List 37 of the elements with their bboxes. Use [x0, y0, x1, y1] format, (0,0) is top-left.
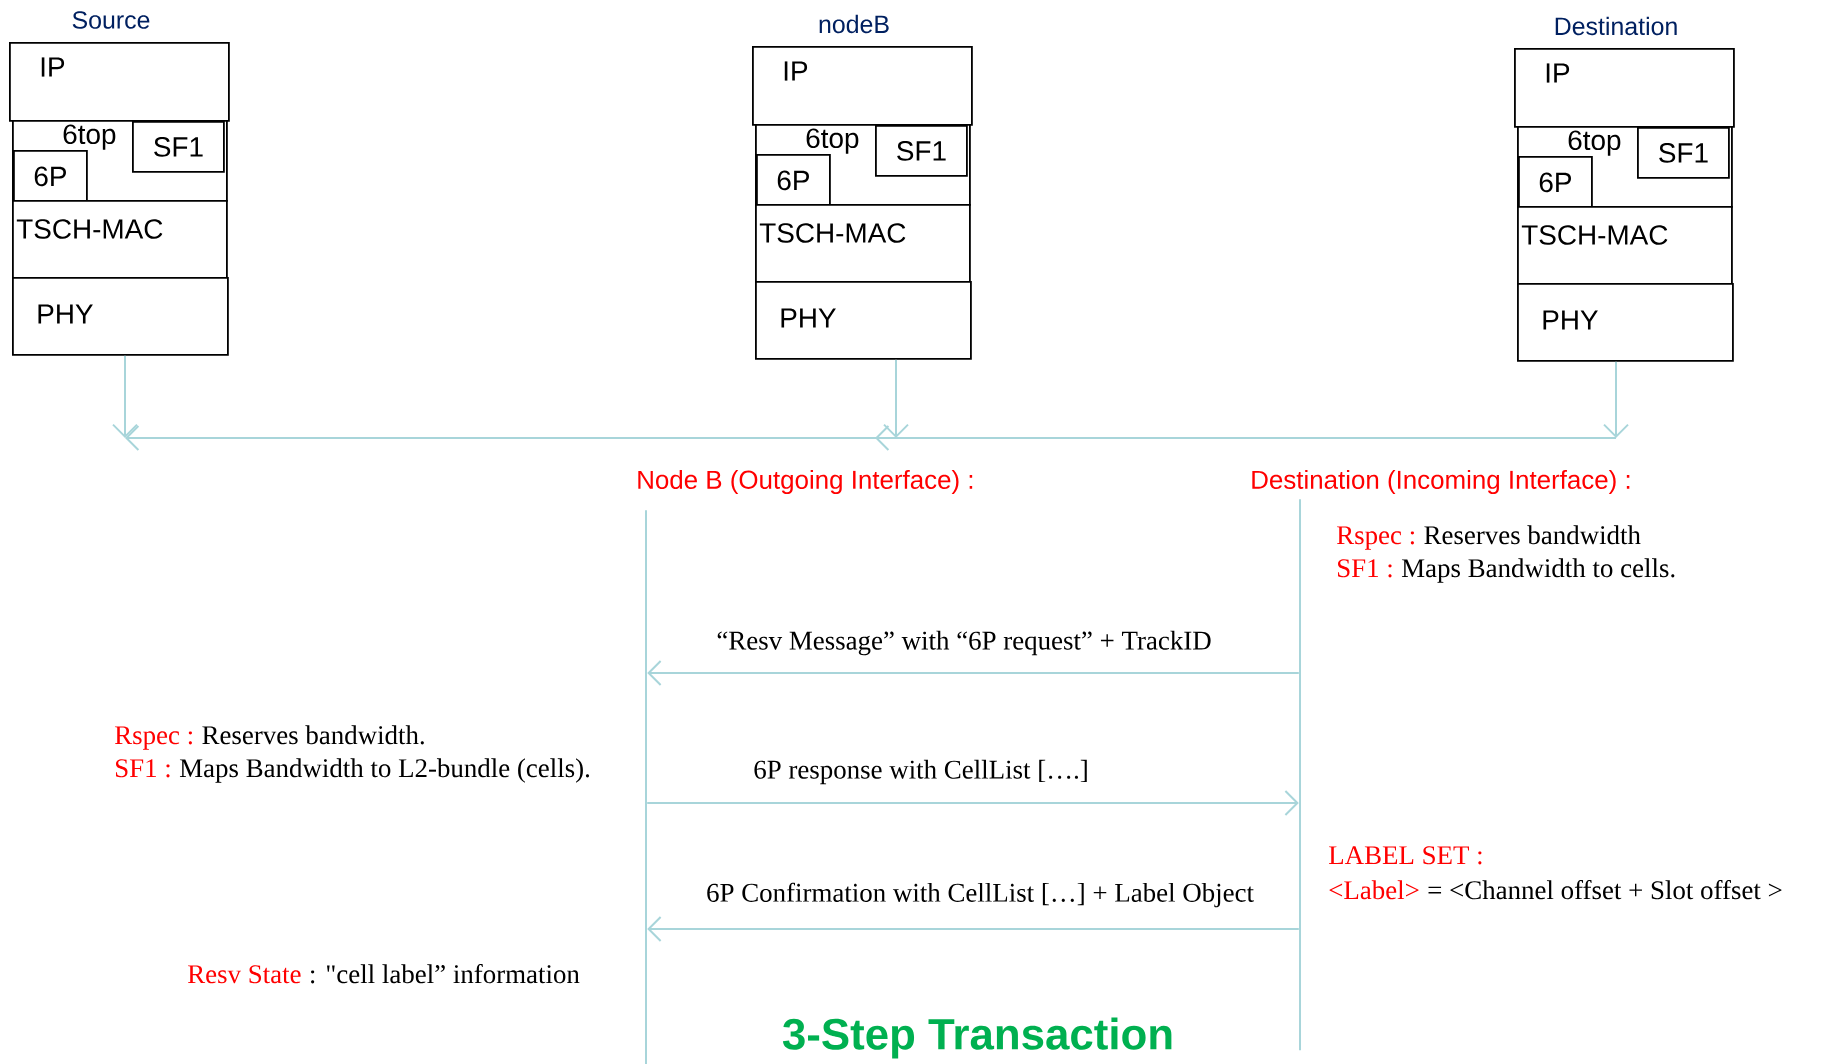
- lifeline-header: Node B (Outgoing Interface) :: [638, 469, 973, 495]
- note-text: = <Channel offset + Slot offset >: [1428, 880, 1782, 900]
- sublayer-box: 6P: [756, 154, 831, 207]
- title: 3-Step Transaction: [782, 1017, 1172, 1059]
- note-text: <Label>: [1329, 880, 1419, 900]
- note-text: LABEL SET :: [1329, 846, 1482, 865]
- arrow: [1603, 360, 1629, 438]
- note-text: Maps Bandwidth to L2-bundle (cells).: [179, 758, 590, 783]
- message-arrow: [647, 660, 1300, 686]
- sublayer-box: 6P: [1518, 156, 1593, 209]
- message-arrow: [646, 790, 1299, 816]
- layer-box: PHY: [12, 277, 229, 356]
- layer-box: PHY: [755, 281, 972, 360]
- message-arrow: [647, 916, 1300, 942]
- note-text: Resv State: [188, 965, 301, 984]
- note-text: Maps Bandwidth to cells.: [1401, 558, 1675, 583]
- note-text: Rspec :: [115, 726, 192, 750]
- edge-label: 6P Confirmation with CellList […] + Label Object: [705, 881, 1255, 909]
- stack-title: Destination: [1555, 16, 1677, 36]
- note-text: : "cell label” information: [311, 964, 580, 984]
- note-text: Rspec :: [1337, 526, 1414, 550]
- sublayer-box: SF1: [1637, 127, 1730, 179]
- note-text: SF1 :: [116, 759, 170, 778]
- sublayer-box: SF1: [132, 121, 225, 173]
- lifeline-header: Destination (Incoming Interface) :: [1252, 469, 1630, 495]
- arrow: [112, 354, 138, 438]
- note-text: SF1 :: [1338, 559, 1392, 578]
- sublayer-box: 6P: [13, 150, 88, 203]
- edge-label: “Resv Message” with “6P request” + TrackID: [715, 629, 1213, 657]
- note-text: Reserves bandwidth: [1424, 525, 1641, 545]
- stack-title: nodeB: [819, 14, 889, 34]
- note-text: Reserves bandwidth.: [202, 725, 424, 745]
- layer-box: PHY: [1517, 283, 1734, 362]
- stack-title: Source: [72, 11, 150, 29]
- edge-label: 6P response with CellList [….]: [752, 758, 1090, 786]
- sublayer-box: SF1: [875, 125, 968, 177]
- arrow: [883, 358, 909, 438]
